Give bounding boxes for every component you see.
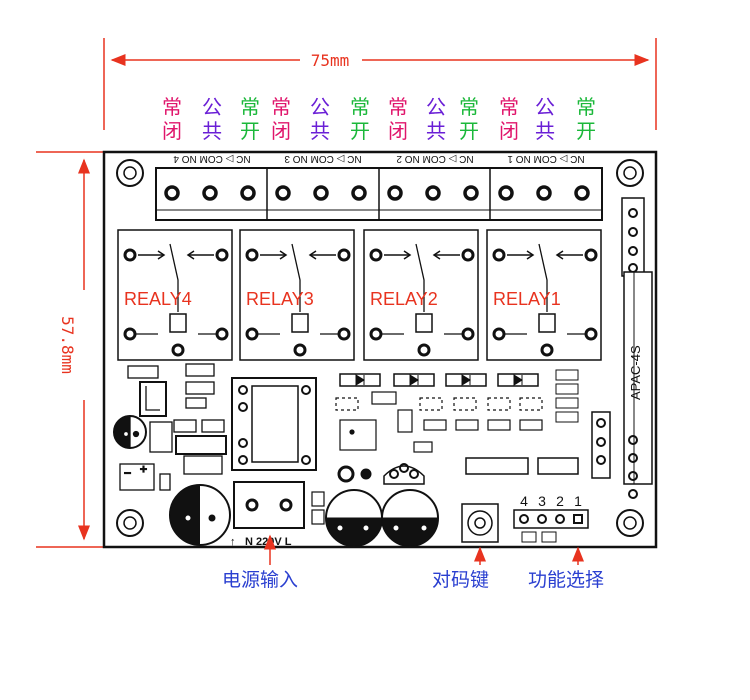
apac-module: APAC-4S	[591, 197, 653, 499]
contact-label-bottom: 共	[426, 119, 446, 143]
height-dimension: 57.8mm	[36, 151, 104, 548]
contact-label-top: 常	[240, 95, 260, 119]
terminal-screw	[202, 185, 218, 201]
left-components: − +	[113, 363, 227, 491]
contact-label-top: 常	[459, 95, 479, 119]
contact-label-top: 公	[535, 95, 555, 119]
contact-label-top: 常	[576, 95, 596, 119]
callout-arrows	[264, 534, 584, 565]
terminal-screw	[313, 185, 329, 201]
contact-label-bottom: 共	[310, 119, 330, 143]
power-silk: N 220V L	[245, 536, 292, 548]
terminal-screw	[275, 185, 291, 201]
terminal-screw	[425, 185, 441, 201]
terminal-silk-label: NC ▷ COM NO 3	[284, 153, 362, 164]
relay-label: REALY4	[124, 289, 192, 309]
relay-label: RELAY2	[370, 289, 438, 309]
contact-label-bottom: 闭	[271, 119, 291, 143]
contact-label-bottom: 开	[350, 119, 370, 143]
relay-label: RELAY1	[493, 289, 561, 309]
pairing-key-label: 对码键	[432, 569, 489, 591]
contact-label-bottom: 闭	[388, 119, 408, 143]
relay: RELAY1	[486, 229, 602, 361]
terminal-screw	[574, 185, 590, 201]
mounting-holes	[116, 159, 644, 537]
relay: RELAY3	[239, 229, 355, 361]
contact-label-bottom: 闭	[499, 119, 519, 143]
terminal-silk-label: NC ▷ COM NO 2	[396, 153, 474, 164]
function-select-label: 功能选择	[528, 569, 604, 591]
relay: REALY4	[117, 229, 233, 361]
contact-label-top: 常	[350, 95, 370, 119]
height-label: 57.8mm	[58, 316, 77, 374]
power-terminal: ↑ N 220V L	[230, 481, 305, 548]
ic-chips	[465, 457, 579, 475]
width-dimension: 75mm	[103, 38, 657, 130]
function-pin-number: 1	[574, 493, 582, 509]
contact-label-top: 常	[271, 95, 291, 119]
pairing-key-button[interactable]	[461, 503, 499, 543]
function-pin-number: 3	[538, 493, 546, 509]
terminal-screw	[498, 185, 514, 201]
smd-components	[335, 391, 543, 453]
terminal-screw	[351, 185, 367, 201]
contact-label-bottom: 共	[202, 119, 222, 143]
terminal-screw	[536, 185, 552, 201]
terminal-silk-label: NC ▷ COM NO 4	[173, 153, 251, 164]
contact-label-bottom: 开	[459, 119, 479, 143]
svg-text:+: +	[140, 462, 147, 476]
module-label: APAC-4S	[628, 345, 643, 400]
svg-text:↑: ↑	[230, 536, 236, 548]
terminal-screw	[164, 185, 180, 201]
terminal-screw	[463, 185, 479, 201]
output-terminal-blocks	[155, 167, 603, 221]
terminal-silk-label: NC ▷ COM NO 1	[507, 153, 585, 164]
terminal-silkscreen: NC ▷ COM NO 4 NC ▷ COM NO 3 NC ▷ COM NO 2 N…	[173, 153, 585, 164]
terminal-screw	[387, 185, 403, 201]
width-label: 75mm	[311, 51, 350, 70]
relay-label: RELAY3	[246, 289, 314, 309]
contact-label-bottom: 开	[240, 119, 260, 143]
contact-label-top: 常	[162, 95, 182, 119]
function-pin-number: 4	[520, 493, 528, 509]
relay: RELAY2	[363, 229, 479, 361]
contact-label-top: 公	[426, 95, 446, 119]
function-pin-number: 2	[556, 493, 564, 509]
power-input-label: 电源输入	[222, 569, 298, 591]
transformer	[231, 377, 317, 471]
contact-label-bottom: 闭	[162, 119, 182, 143]
contact-label-bottom: 共	[535, 119, 555, 143]
contact-label-top: 公	[202, 95, 222, 119]
contact-label-top: 公	[310, 95, 330, 119]
contact-label-bottom: 开	[576, 119, 596, 143]
relays: REALY4 RELAY3 RELAY2 RELAY1	[117, 229, 602, 361]
contact-label-top: 常	[388, 95, 408, 119]
capacitors	[169, 463, 439, 547]
svg-text:−: −	[124, 466, 131, 480]
diodes-row	[339, 369, 579, 423]
terminal-screw	[240, 185, 256, 201]
contact-label-top: 常	[499, 95, 519, 119]
